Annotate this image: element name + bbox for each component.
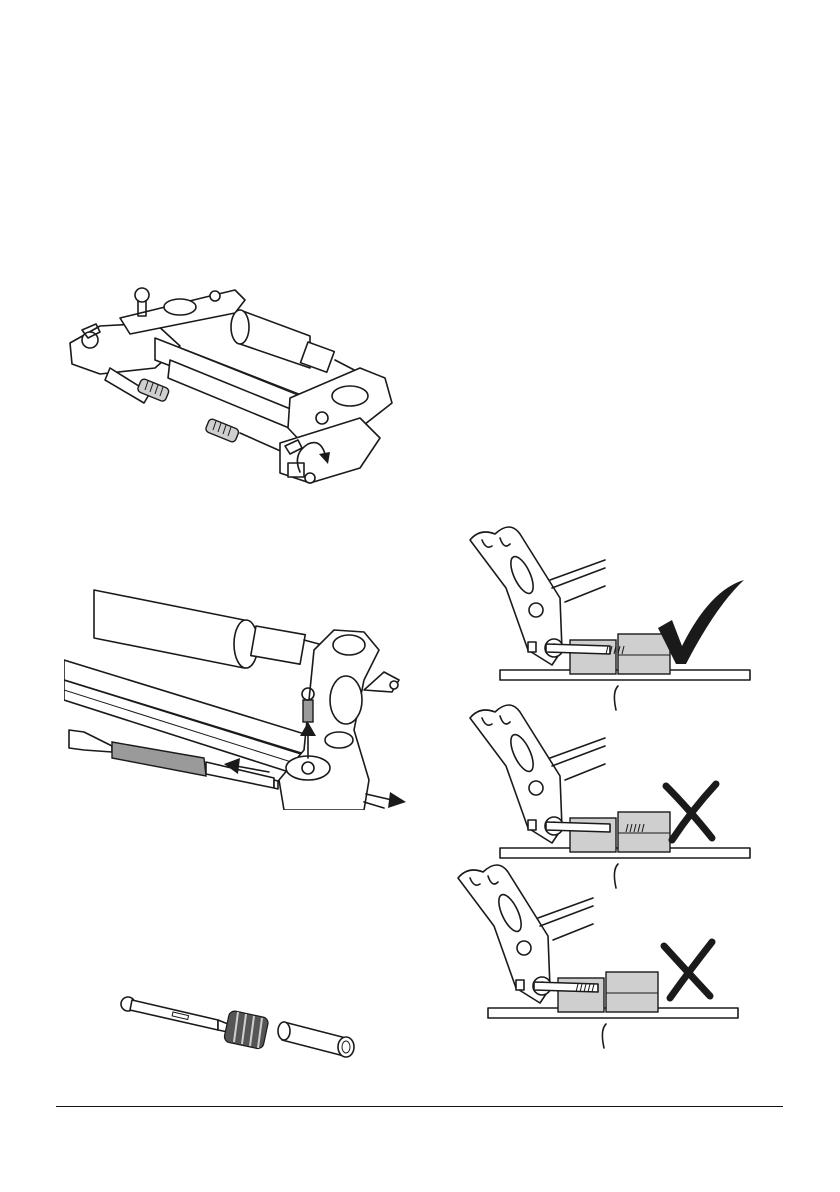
spring-coil (223, 1010, 269, 1050)
spring-right (205, 418, 240, 443)
installation-check-panels (440, 520, 770, 1075)
frame-assembly-figure (60, 268, 405, 496)
check-panel-correct (470, 527, 750, 710)
pin-removal-figure (64, 580, 414, 810)
arrow-right-icon (364, 792, 406, 808)
pin-parts-figure (118, 990, 360, 1058)
checkmark-icon (658, 580, 744, 664)
check-panel-incorrect-2 (458, 865, 738, 1048)
check-panel-incorrect-1 (470, 705, 750, 888)
cross-icon (664, 942, 712, 998)
cross-icon (666, 784, 716, 840)
footer-rule (56, 1106, 783, 1107)
